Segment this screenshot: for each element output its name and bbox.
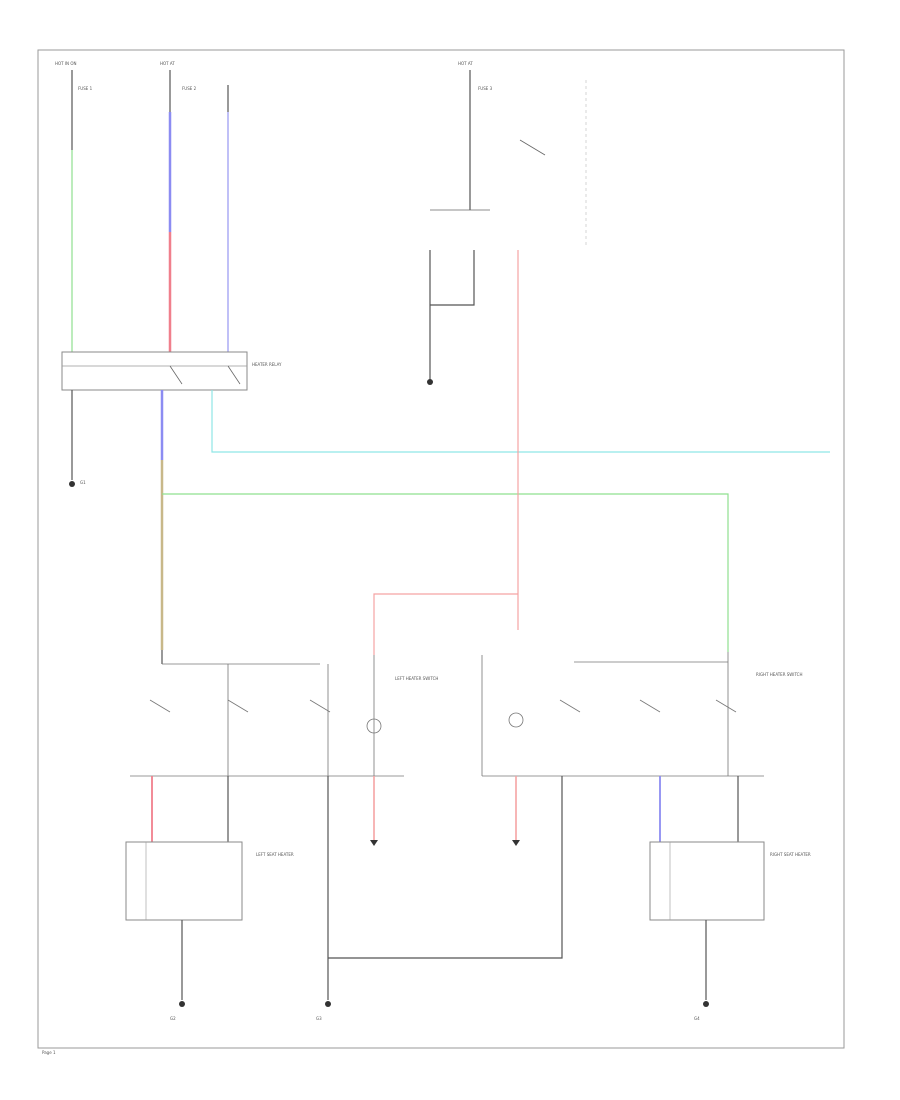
arrow-left-icon	[370, 840, 378, 846]
relay-contact-1	[169, 365, 183, 385]
label-ground-bm: G3	[316, 1016, 322, 1021]
left-sw-contact-1	[149, 699, 171, 713]
label-relay: HEATER RELAY	[252, 362, 282, 367]
label-fuse-b: FUSE 2	[182, 86, 197, 91]
label-fuse-c: FUSE 3	[478, 86, 493, 91]
label-hot-top-left: HOT IN ON	[55, 61, 76, 66]
wire-cyan	[211, 390, 830, 453]
right-sw-contact-1	[559, 699, 581, 713]
arrow-right-icon	[512, 840, 520, 846]
right-seat-heater-box	[649, 841, 765, 921]
footer-text: Page 1	[42, 1050, 56, 1055]
ground-mid-icon	[427, 379, 433, 385]
relay-contact-2	[227, 365, 241, 385]
label-hot-top-2: HOT AT	[160, 61, 175, 66]
left-seat-heater-box	[125, 841, 243, 921]
label-left-heater-sw: LEFT HEATER SWITCH	[395, 676, 438, 681]
relay-box	[61, 351, 248, 391]
right-sw-contact-3	[715, 699, 737, 713]
label-ground-br: G4	[694, 1016, 700, 1021]
wire-green-cross	[162, 493, 729, 652]
ground-bl-icon	[179, 1001, 185, 1007]
label-ground-left: G1	[80, 480, 86, 485]
right-sw-contact-2	[639, 699, 661, 713]
wire-ground-return	[328, 776, 563, 959]
ground-bm-icon	[325, 1001, 331, 1007]
label-fuse-a: FUSE 1	[78, 86, 93, 91]
right-indicator-lamp-icon	[508, 712, 524, 728]
left-sw-contact-3	[309, 699, 331, 713]
label-right-heater-sw: RIGHT HEATER SWITCH	[756, 672, 802, 677]
diagram-frame	[37, 49, 845, 1049]
switch-contact-top	[519, 139, 546, 156]
ground-left-icon	[69, 481, 75, 487]
ground-br-icon	[703, 1001, 709, 1007]
left-sw-contact-2	[227, 699, 249, 713]
wire-pink-branch	[373, 593, 518, 655]
label-right-seat-heater: RIGHT SEAT HEATER	[770, 852, 811, 857]
label-left-seat-heater: LEFT SEAT HEATER	[256, 852, 294, 857]
label-ground-bl: G2	[170, 1016, 176, 1021]
wire-mid-loop	[430, 250, 475, 306]
label-hot-top-3: HOT AT	[458, 61, 473, 66]
